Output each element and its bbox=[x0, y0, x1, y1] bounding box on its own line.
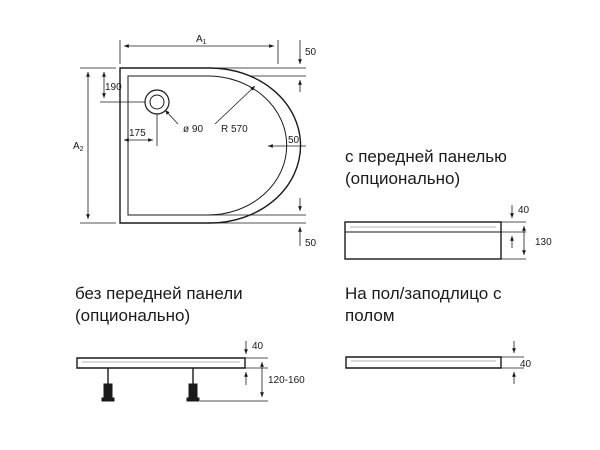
caption-no-panel-line1: без передней панели bbox=[75, 284, 243, 303]
no-panel-tray bbox=[76, 357, 246, 369]
label-drain-y: 190 bbox=[105, 82, 122, 93]
floor-tray bbox=[345, 356, 502, 369]
section-front-panel bbox=[344, 205, 526, 260]
tray-outline bbox=[119, 67, 302, 224]
radius-leader bbox=[214, 85, 256, 125]
label-offset-bottom: 50 bbox=[305, 238, 317, 249]
caption-no-panel-line2: (опционально) bbox=[75, 306, 191, 325]
caption-front-panel-line2: (опционально) bbox=[345, 169, 461, 188]
caption-floor-line1: На пол/заподлицо с bbox=[345, 284, 502, 303]
label-a1: A1 bbox=[196, 34, 207, 46]
section-no-panel bbox=[76, 341, 268, 402]
drain-leader bbox=[164, 109, 179, 125]
plan-view bbox=[80, 40, 306, 246]
section-floor bbox=[345, 341, 524, 384]
label-drain-x: 175 bbox=[129, 128, 146, 139]
tray-inner-line bbox=[127, 75, 288, 216]
label-offset-top: 50 bbox=[305, 47, 317, 58]
leg-right bbox=[186, 368, 200, 402]
label-floor-lip: 40 bbox=[520, 359, 532, 370]
label-nopanel-lip: 40 bbox=[252, 341, 264, 352]
leg-left bbox=[101, 368, 115, 402]
caption-front-panel-line1: с передней панелью bbox=[345, 147, 507, 166]
caption-no-panel: без передней панели (опционально) bbox=[75, 283, 243, 327]
label-a2: A2 bbox=[73, 141, 84, 153]
caption-floor: На пол/заподлицо с полом bbox=[345, 283, 501, 327]
caption-floor-line2: полом bbox=[345, 306, 395, 325]
front-panel-rim bbox=[344, 222, 502, 233]
caption-front-panel: с передней панелью (опционально) bbox=[345, 146, 507, 190]
label-nopanel-height: 120-160 bbox=[268, 375, 305, 386]
drain-inner bbox=[149, 94, 165, 110]
label-drain-diameter: ø 90 bbox=[183, 124, 203, 135]
label-front-height: 130 bbox=[535, 237, 552, 248]
front-panel-body bbox=[344, 221, 502, 260]
label-offset-right: 50 bbox=[288, 135, 300, 146]
label-front-lip: 40 bbox=[518, 205, 530, 216]
label-radius: R 570 bbox=[221, 124, 248, 135]
